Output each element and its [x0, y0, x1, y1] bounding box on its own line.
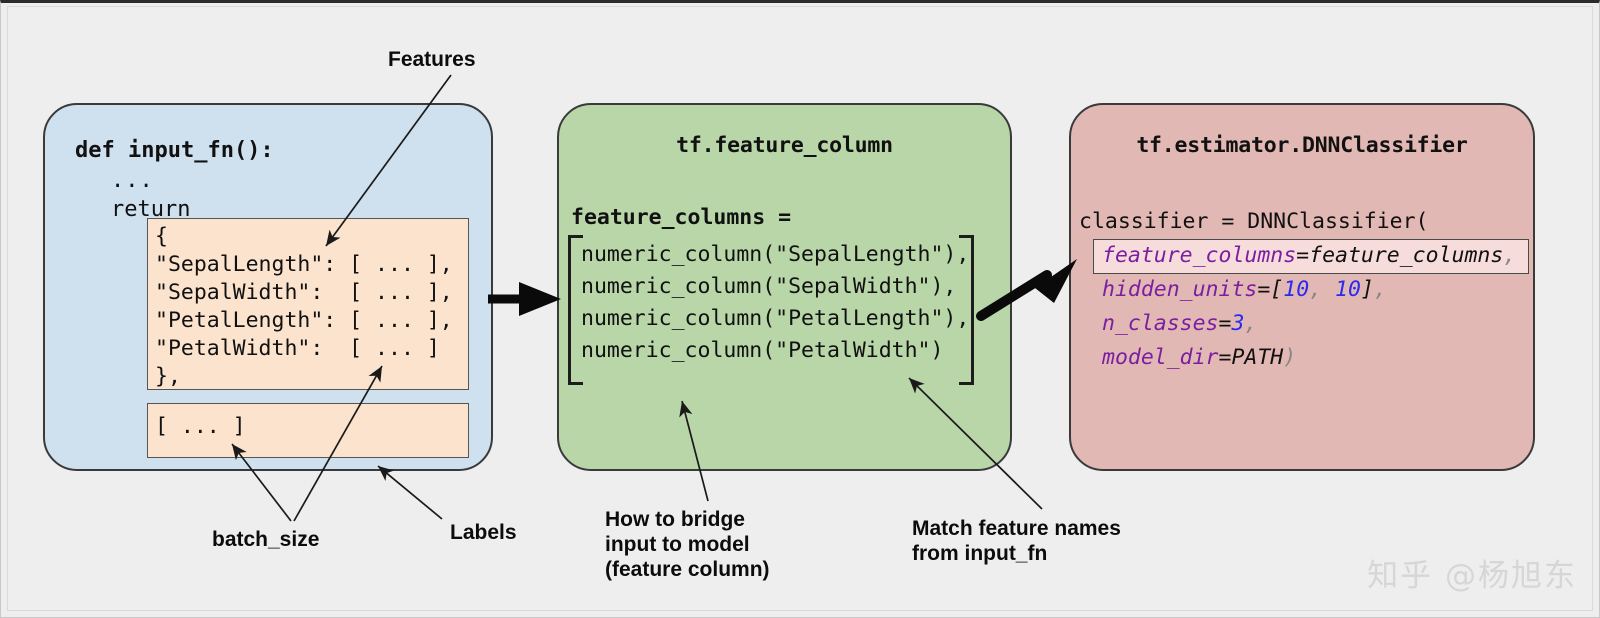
kwarg-number-separator: ,: [1309, 277, 1336, 302]
kwarg-feature-columns: feature_columns=feature_columns,: [1102, 243, 1516, 268]
features-line-4: "PetalWidth": [ ... ]: [155, 336, 440, 361]
kwarg-name: hidden_units: [1102, 277, 1258, 302]
callout-labels: Labels: [450, 521, 517, 544]
kwarg-number-0: 10: [1283, 277, 1310, 302]
kwarg-n-classes: n_classes=3,: [1102, 311, 1257, 336]
zhihu-watermark: 知乎 @杨旭东: [1367, 558, 1577, 594]
def-input-fn-line: def input_fn():: [75, 138, 274, 163]
kwarg-name: n_classes: [1102, 311, 1219, 336]
kwarg-value: PATH: [1231, 345, 1284, 370]
features-line-2: "SepalWidth": [ ... ],: [155, 280, 453, 305]
features-line-0: {: [155, 224, 168, 249]
numeric-column-2: numeric_column("PetalLength"),: [581, 306, 970, 331]
kwarg-model-dir: model_dir=PATH): [1102, 345, 1296, 370]
panel-input-fn: def input_fn(): ... return { "SepalLengt…: [43, 103, 493, 471]
kwarg-punct: ,: [1503, 243, 1517, 268]
feature-columns-highlight-box: [1093, 239, 1529, 274]
return-line: return: [111, 197, 191, 222]
features-dict-code: { "SepalLength": [ ... ], "SepalWidth": …: [155, 223, 453, 391]
kwarg-value: feature_columns: [1309, 243, 1504, 268]
kwarg-name: model_dir: [1102, 345, 1219, 370]
panel-dnn-classifier: tf.estimator.DNNClassifier classifier = …: [1069, 103, 1535, 471]
kwarg-number-1: 10: [1335, 277, 1361, 302]
numeric-column-3: numeric_column("PetalWidth"): [581, 338, 944, 363]
kwarg-name: feature_columns: [1102, 243, 1297, 268]
kwarg-bracket-open: [: [1270, 277, 1284, 302]
kwarg-punct: ,: [1244, 311, 1258, 336]
numeric-column-0: numeric_column("SepalLength"),: [581, 242, 970, 267]
ellipsis-line: ...: [111, 168, 154, 193]
left-bracket-icon: [568, 235, 583, 385]
features-line-5: },: [155, 364, 181, 389]
kwarg-bracket-close: ]: [1360, 277, 1374, 302]
kwarg-equals: =: [1218, 345, 1232, 370]
callout-match: Match feature names from input_fn: [912, 517, 1121, 565]
kwarg-equals: =: [1218, 311, 1232, 336]
labels-list-box: [ ... ]: [147, 403, 469, 458]
kwarg-punct: ,: [1373, 277, 1387, 302]
panel-dnn-classifier-title: tf.estimator.DNNClassifier: [1136, 133, 1468, 158]
features-dict-box: { "SepalLength": [ ... ], "SepalWidth": …: [147, 218, 469, 390]
classifier-call-line: classifier = DNNClassifier(: [1079, 209, 1429, 234]
kwarg-equals: =: [1296, 243, 1310, 268]
numeric-column-list: numeric_column("SepalLength"), numeric_c…: [581, 239, 969, 367]
kwarg-equals: =: [1257, 277, 1271, 302]
kwarg-hidden-units: hidden_units=[10, 10],: [1102, 277, 1387, 302]
features-line-3: "PetalLength": [ ... ],: [155, 308, 453, 333]
panel-feature-column-title: tf.feature_column: [676, 133, 893, 158]
kwarg-number-0: 3: [1231, 311, 1245, 336]
callout-batch-size: batch_size: [212, 528, 320, 551]
labels-list-code: [ ... ]: [155, 414, 246, 439]
feature-columns-assignment: feature_columns =: [571, 205, 792, 230]
callout-features: Features: [388, 48, 476, 71]
panel-feature-column: tf.feature_column feature_columns = nume…: [557, 103, 1012, 471]
callout-bridge: How to bridge input to model (feature co…: [605, 508, 770, 581]
numeric-column-1: numeric_column("SepalWidth"),: [581, 274, 957, 299]
kwarg-punct: ): [1283, 345, 1297, 370]
features-line-1: "SepalLength": [ ... ],: [155, 252, 453, 277]
